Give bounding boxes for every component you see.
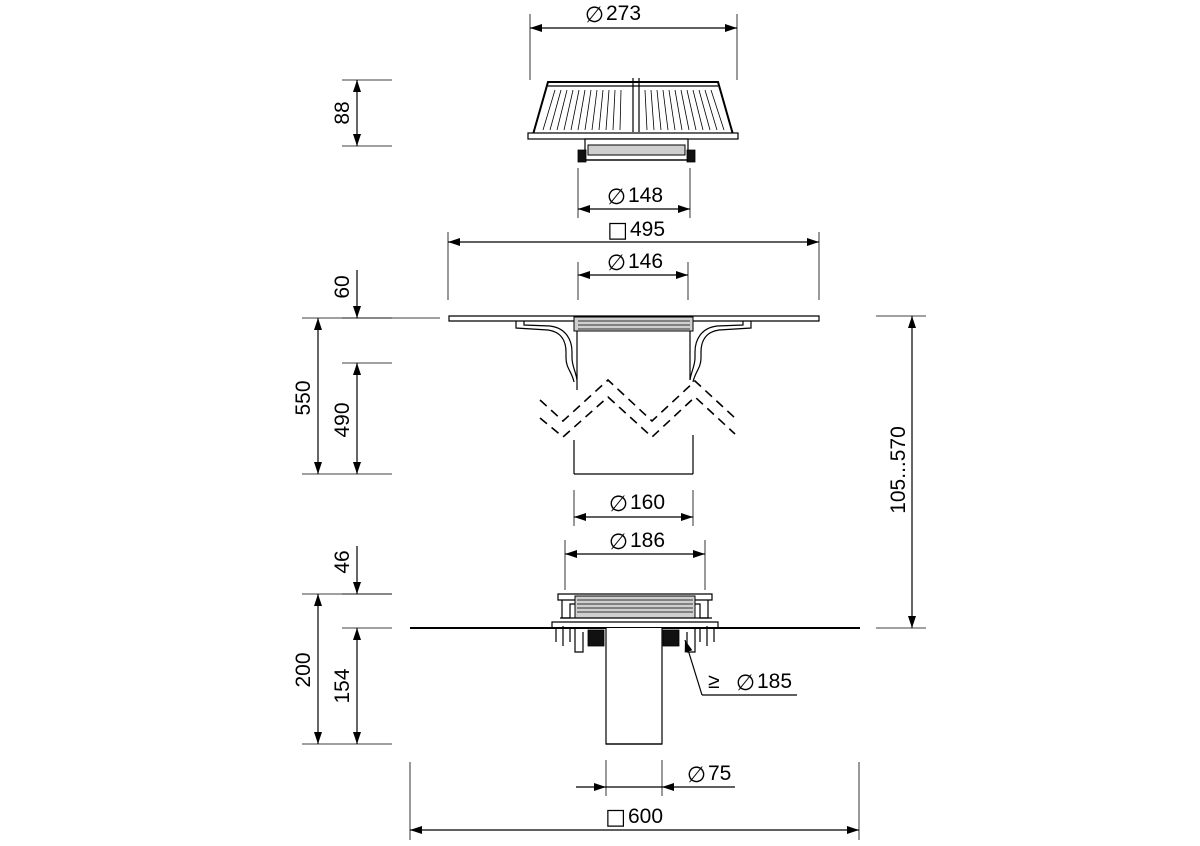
diameter-symbol-icon: ∅ <box>609 492 628 517</box>
dim-outlet-diameter: 75 <box>708 762 731 785</box>
extension-shoulder-right <box>692 321 752 383</box>
dim-extension-body-height: 490 <box>331 402 354 437</box>
extension-shoulder-left <box>515 321 575 383</box>
dim-grating-spigot: 148 <box>628 184 663 207</box>
extension-part: □ 495 ∅ 146 60 550 <box>292 218 820 526</box>
dim-grating-height: 88 <box>331 101 354 124</box>
square-symbol-icon: □ <box>607 218 628 243</box>
dim-extension-bottom: 160 <box>630 491 665 514</box>
body-gasket-left <box>587 629 605 647</box>
diameter-symbol-icon: ∅ <box>585 3 604 28</box>
diameter-symbol-icon: ∅ <box>736 671 755 696</box>
min-opening-prefix: ≥ <box>708 670 720 693</box>
dim-extension-total-height: 550 <box>292 380 315 415</box>
grating-part: ∅ 273 88 ∅ 148 <box>331 2 739 218</box>
dim-min-opening: 185 <box>757 670 792 693</box>
diameter-symbol-icon: ∅ <box>609 530 628 555</box>
dim-body-total-height: 200 <box>292 652 315 687</box>
diameter-symbol-icon: ∅ <box>607 185 626 210</box>
diameter-symbol-icon: ∅ <box>607 251 626 276</box>
dim-body-top: 186 <box>630 529 665 552</box>
dim-outlet-height: 154 <box>331 668 354 703</box>
diameter-symbol-icon: ∅ <box>687 763 706 788</box>
body-outlet-pipe <box>605 628 663 745</box>
body-part: ∅ 186 46 200 154 <box>292 529 860 840</box>
square-symbol-icon: □ <box>605 805 626 830</box>
dim-grating-diameter: 273 <box>606 2 641 25</box>
dim-collar-height: 46 <box>331 550 354 573</box>
dim-flange-height: 60 <box>331 275 354 298</box>
body-gasket-right <box>662 629 680 647</box>
dim-extension-square: 495 <box>630 218 665 241</box>
dim-extension-inner: 146 <box>628 250 663 273</box>
break-line-upper <box>539 378 736 423</box>
dim-membrane-square: 600 <box>628 805 663 828</box>
overall-height-dimension: 105...570 <box>876 315 926 629</box>
dim-adjustable-range: 105...570 <box>887 426 910 514</box>
break-line-lower <box>539 395 736 439</box>
